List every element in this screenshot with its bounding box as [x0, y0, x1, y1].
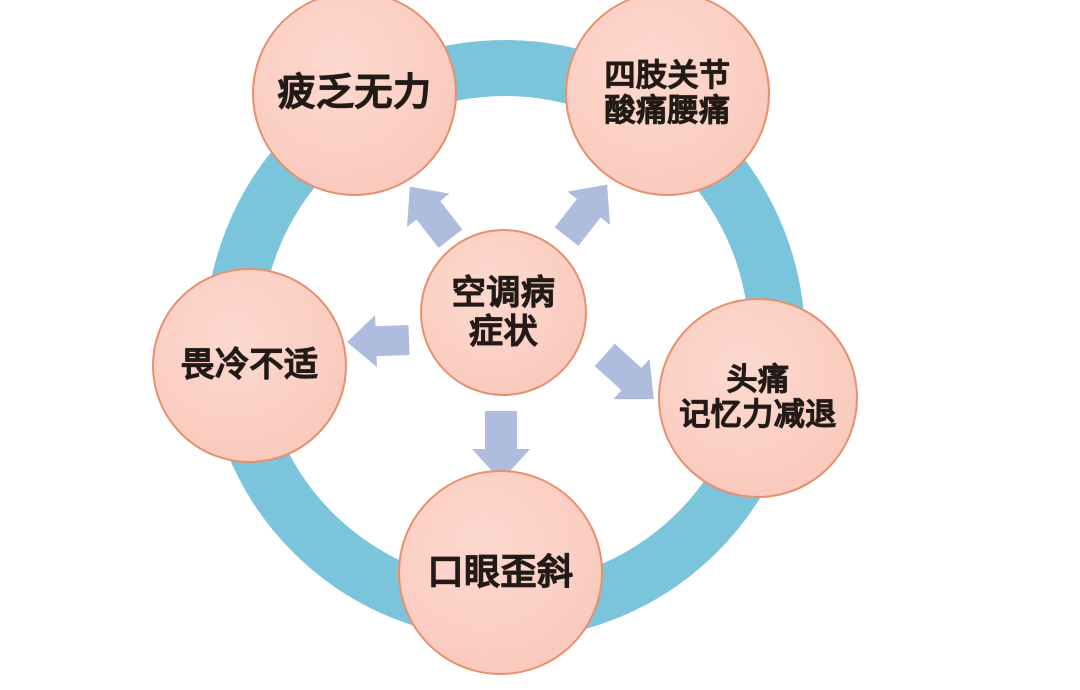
arrow-shape — [347, 315, 410, 368]
arrow-to-cold — [347, 315, 410, 368]
node-facial-paralysis[interactable]: 口眼歪斜 — [398, 470, 603, 675]
node-cold-intolerance-label: 畏冷不适 — [180, 346, 319, 385]
arrow-shape — [594, 343, 654, 400]
node-joint-pain[interactable]: 四肢关节 酸痛腰痛 — [565, 0, 770, 196]
node-headache-memory-loss-label: 头痛 记忆力减退 — [679, 362, 837, 432]
arrow-to-fatigue — [407, 186, 463, 248]
center-node-air-conditioning-syndrome[interactable]: 空调病 症状 — [420, 229, 587, 396]
arrow-shape — [472, 411, 530, 481]
arrow-to-headache — [594, 343, 654, 400]
arrow-to-joint — [554, 184, 610, 246]
center-node-label: 空调病 症状 — [451, 274, 556, 351]
arrow-to-facial — [472, 411, 530, 481]
node-fatigue[interactable]: 疲乏无力 — [252, 0, 457, 196]
arrow-shape — [554, 184, 610, 246]
node-joint-pain-label: 四肢关节 酸痛腰痛 — [604, 57, 731, 128]
node-headache-memory-loss[interactable]: 头痛 记忆力减退 — [658, 298, 858, 498]
node-facial-paralysis-label: 口眼歪斜 — [427, 551, 574, 593]
arrow-shape — [407, 186, 463, 248]
node-fatigue-label: 疲乏无力 — [277, 72, 432, 115]
node-cold-intolerance[interactable]: 畏冷不适 — [152, 268, 347, 463]
